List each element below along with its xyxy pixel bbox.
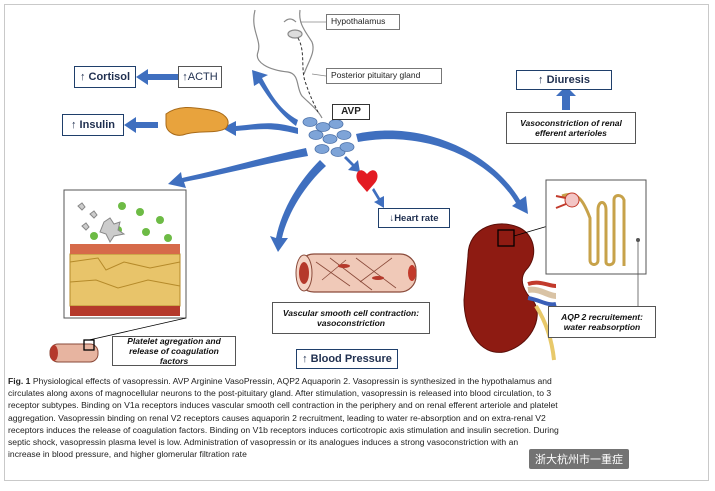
pituitary-pointer [311, 73, 327, 77]
caption-line-5: receptors induces the release of coagula… [8, 424, 559, 435]
acth-box: ↑ACTH [178, 66, 222, 88]
platelet-aggregation-box: Platelet agregation and release of coagu… [112, 336, 236, 366]
vasopressin-diagram [49, 9, 647, 363]
aqp2-box: AQP 2 recruitement: water reabsorption [548, 306, 656, 338]
avp-molecules-icon [302, 117, 355, 157]
cortisol-box: ↑ Cortisol [74, 66, 136, 88]
figure-caption: Fig. 1 Physiological effects of vasopres… [8, 375, 700, 460]
insulin-box: ↑ Insulin [62, 114, 124, 136]
figure-frame [4, 4, 709, 481]
hypothalamus-label: Hypothalamus [326, 14, 400, 30]
avp-label: AVP [332, 104, 370, 120]
flow-arrows [124, 69, 576, 252]
caption-line-1: Physiological effects of vasopressin. AV… [32, 376, 552, 386]
platelet-panel [63, 189, 187, 319]
heart-icon [356, 170, 378, 192]
head-profile-icon [253, 9, 323, 119]
caption-line-3: receptor subtypes. Binding on V1a recept… [8, 400, 558, 411]
kidney-icon [463, 223, 557, 361]
pancreas-icon [165, 107, 229, 136]
nephron-panel [545, 179, 647, 275]
small-vessel-icon [49, 317, 187, 363]
diuresis-box: ↑ Diuresis [516, 70, 612, 90]
caption-line-7: increase in blood pressure, and higher g… [8, 449, 247, 460]
caption-fig-label: Fig. 1 [8, 376, 31, 386]
caption-line-2: circulates along axons of magnocellular … [8, 388, 552, 399]
posterior-pituitary-label: Posterior pituitary gland [326, 68, 442, 84]
watermark-badge: 浙大杭州市一重症 [529, 449, 629, 469]
caption-line-6: septic shock, vasopressin plasma level i… [8, 437, 519, 448]
axon-path [297, 37, 319, 113]
smooth-muscle-box: Vascular smooth cell contraction: vasoco… [272, 302, 430, 334]
blood-vessel-icon [295, 253, 417, 293]
blood-pressure-box: ↑ Blood Pressure [296, 349, 398, 369]
caption-line-4: aggregation. Vasopressin binding on rena… [8, 412, 546, 423]
heart-rate-box: ↓Heart rate [378, 208, 450, 228]
renal-vasoconstriction-box: Vasoconstriction of renal efferent arter… [506, 112, 636, 144]
